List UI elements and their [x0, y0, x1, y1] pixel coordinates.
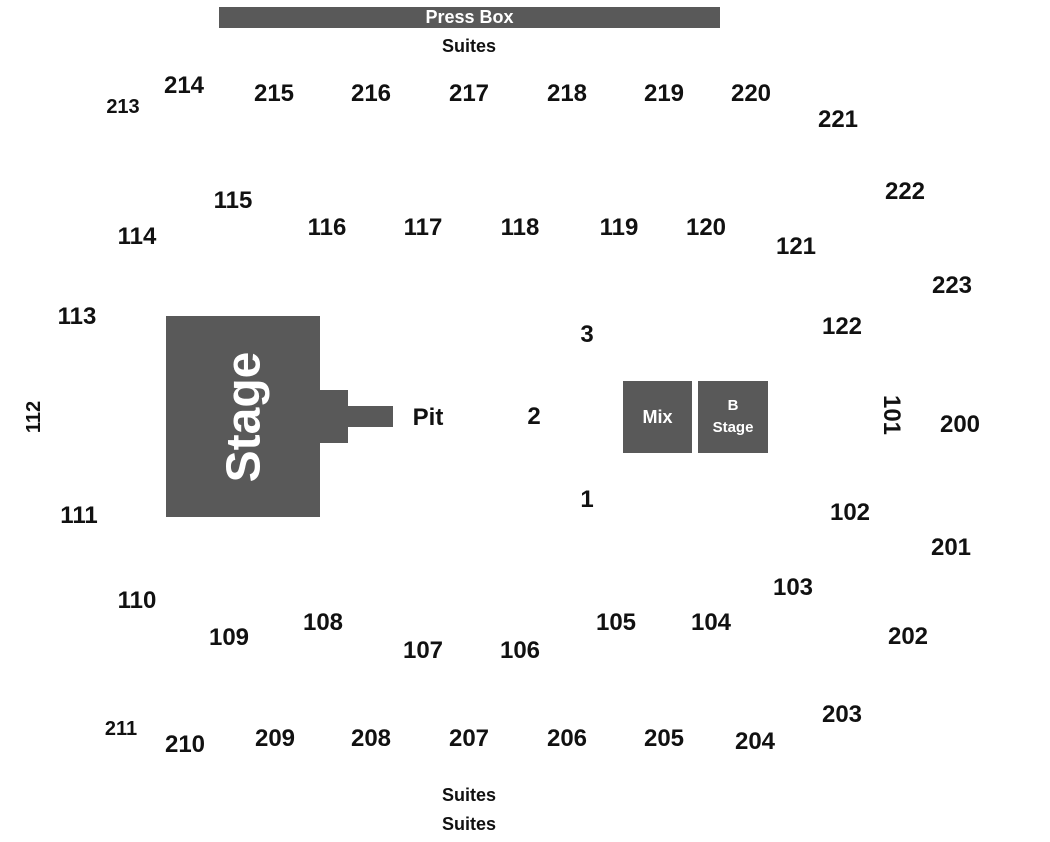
b-stage-label-line2: Stage — [712, 419, 754, 436]
section-202[interactable]: 202 — [887, 623, 929, 650]
section-108[interactable]: 108 — [302, 609, 344, 636]
section-220[interactable]: 220 — [730, 80, 772, 107]
suites-top-label: Suites — [441, 36, 497, 56]
section-102[interactable]: 102 — [829, 499, 871, 526]
section-209[interactable]: 209 — [254, 725, 296, 752]
section-103[interactable]: 103 — [772, 574, 814, 601]
section-201[interactable]: 201 — [930, 534, 972, 561]
stage-label: Stage — [217, 351, 271, 483]
floor-section-1[interactable]: 1 — [580, 486, 594, 513]
section-207[interactable]: 207 — [448, 725, 490, 752]
section-205[interactable]: 205 — [643, 725, 685, 752]
section-203[interactable]: 203 — [821, 701, 863, 728]
section-222[interactable]: 222 — [884, 178, 926, 205]
section-208[interactable]: 208 — [350, 725, 392, 752]
b-stage[interactable]: B Stage — [698, 381, 768, 453]
section-219[interactable]: 219 — [643, 80, 685, 107]
section-112[interactable]: 112 — [23, 400, 45, 434]
section-118[interactable]: 118 — [500, 214, 540, 241]
section-218[interactable]: 218 — [546, 80, 588, 107]
section-121[interactable]: 121 — [775, 233, 817, 260]
section-200[interactable]: 200 — [939, 411, 981, 438]
section-114[interactable]: 114 — [117, 223, 157, 250]
floor-section-2[interactable]: 2 — [527, 403, 541, 430]
section-217[interactable]: 217 — [448, 80, 490, 107]
section-204[interactable]: 204 — [734, 728, 776, 755]
section-211[interactable]: 211 — [104, 718, 138, 740]
section-210[interactable]: 210 — [164, 731, 206, 758]
press-box: Press Box — [219, 7, 720, 28]
section-117[interactable]: 117 — [403, 214, 443, 241]
section-216[interactable]: 216 — [350, 80, 392, 107]
section-109[interactable]: 109 — [208, 624, 250, 651]
pit-section[interactable]: Pit — [412, 404, 444, 431]
stage-extension — [320, 390, 348, 443]
suites-bottom-label-2: Suites — [441, 814, 497, 834]
section-101[interactable]: 101 — [878, 394, 905, 436]
section-120[interactable]: 120 — [685, 214, 727, 241]
b-stage-label-line1: B — [727, 397, 739, 415]
section-221[interactable]: 221 — [817, 106, 859, 133]
section-206[interactable]: 206 — [546, 725, 588, 752]
section-116[interactable]: 116 — [307, 214, 347, 241]
main-stage[interactable] — [166, 316, 320, 517]
section-113[interactable]: 113 — [57, 303, 97, 330]
floor-section-3[interactable]: 3 — [580, 321, 594, 348]
section-223[interactable]: 223 — [931, 272, 973, 299]
section-115[interactable]: 115 — [213, 187, 253, 214]
section-104[interactable]: 104 — [690, 609, 732, 636]
press-box-label: Press Box — [425, 7, 514, 27]
section-110[interactable]: 110 — [117, 587, 157, 614]
section-122[interactable]: 122 — [821, 313, 863, 340]
section-119[interactable]: 119 — [599, 214, 639, 241]
section-214[interactable]: 214 — [163, 72, 205, 99]
section-111[interactable]: 111 — [60, 502, 98, 529]
mix-label: Mix — [642, 406, 673, 427]
stage-runway — [348, 406, 393, 427]
section-107[interactable]: 107 — [402, 637, 444, 664]
suites-bottom-label-1: Suites — [441, 785, 497, 805]
section-213[interactable]: 213 — [106, 96, 140, 118]
mix-position: Mix — [623, 381, 692, 453]
section-105[interactable]: 105 — [595, 609, 637, 636]
section-106[interactable]: 106 — [499, 637, 541, 664]
section-215[interactable]: 215 — [253, 80, 295, 107]
